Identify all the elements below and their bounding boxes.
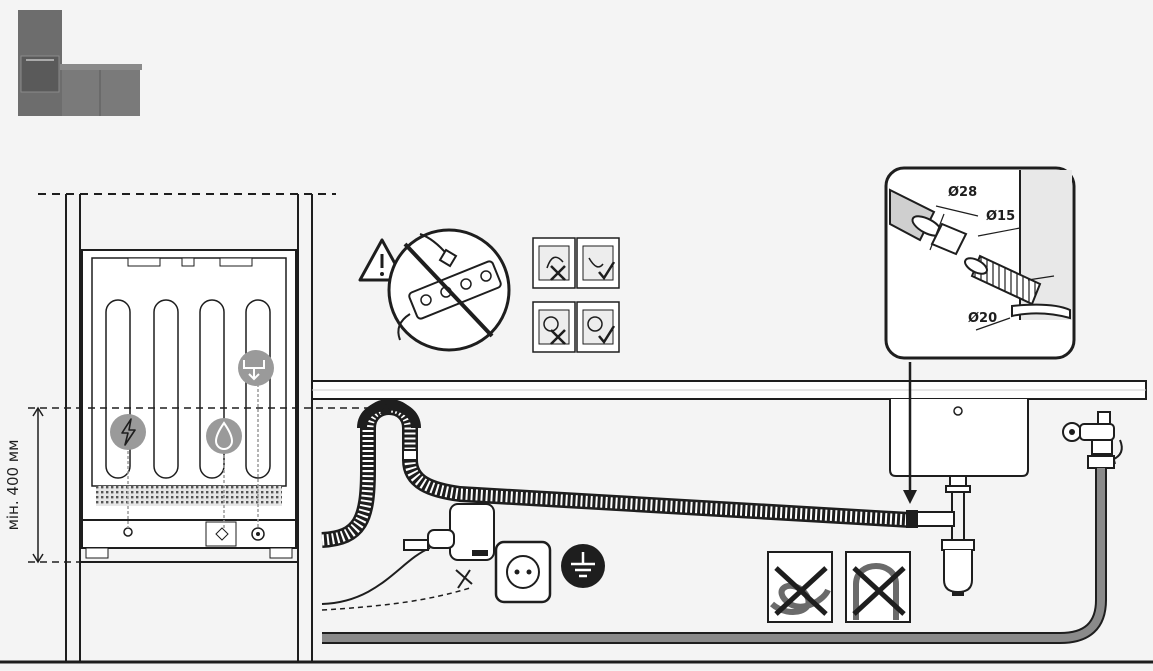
no-looped-hose-icon (845, 551, 911, 623)
water-tap (1062, 411, 1123, 469)
drain-icon (238, 350, 274, 528)
electric-connection-icon (110, 414, 146, 528)
power-cord (321, 547, 471, 611)
kitchen-cabinet-icon (18, 10, 142, 116)
sink (889, 362, 1029, 596)
countertop (311, 380, 1147, 400)
cabinet-niche (38, 193, 336, 662)
siphon-detail-inset: Ø28 Ø15 Ø20 (884, 166, 1076, 360)
dishwasher-back-view (80, 249, 298, 563)
power-plug (403, 503, 495, 589)
no-kinked-hose-icon (767, 551, 833, 623)
ground-symbol-icon (561, 544, 605, 588)
inlet-hose (322, 468, 1107, 644)
socket-orientation-icon (532, 237, 620, 353)
diameter-15-label: Ø15 (986, 209, 1015, 224)
water-inlet-icon (206, 418, 242, 528)
diameter-20-label: Ø20 (968, 311, 997, 326)
drain-hose (321, 399, 911, 548)
wall-socket (494, 540, 552, 604)
no-power-strip-icon (387, 228, 511, 352)
height-dimension-label: мін. 400 мм (4, 440, 22, 531)
height-dimension: мін. 400 мм (4, 406, 385, 564)
diameter-28-label: Ø28 (948, 185, 977, 200)
